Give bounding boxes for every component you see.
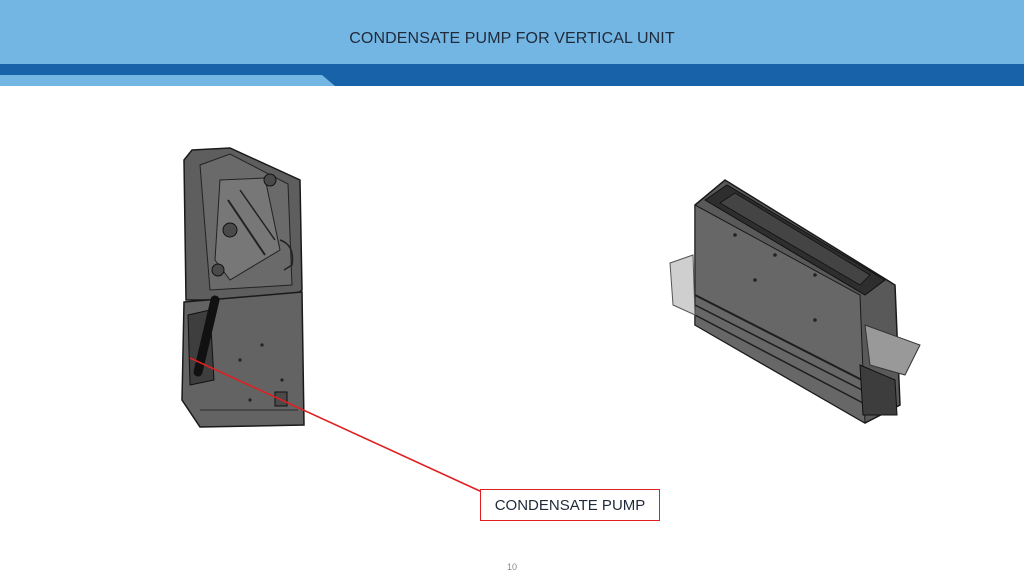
slide-header	[0, 0, 1024, 64]
header-accent-band	[0, 64, 1024, 86]
page-number: 10	[506, 562, 517, 572]
vertical-unit-drawing	[181, 147, 305, 428]
condensate-pump-callout: CONDENSATE PUMP	[480, 489, 660, 521]
slide-title: CONDENSATE PUMP FOR VERTICAL UNIT	[349, 30, 675, 47]
unit-isometric-drawing	[669, 179, 921, 424]
